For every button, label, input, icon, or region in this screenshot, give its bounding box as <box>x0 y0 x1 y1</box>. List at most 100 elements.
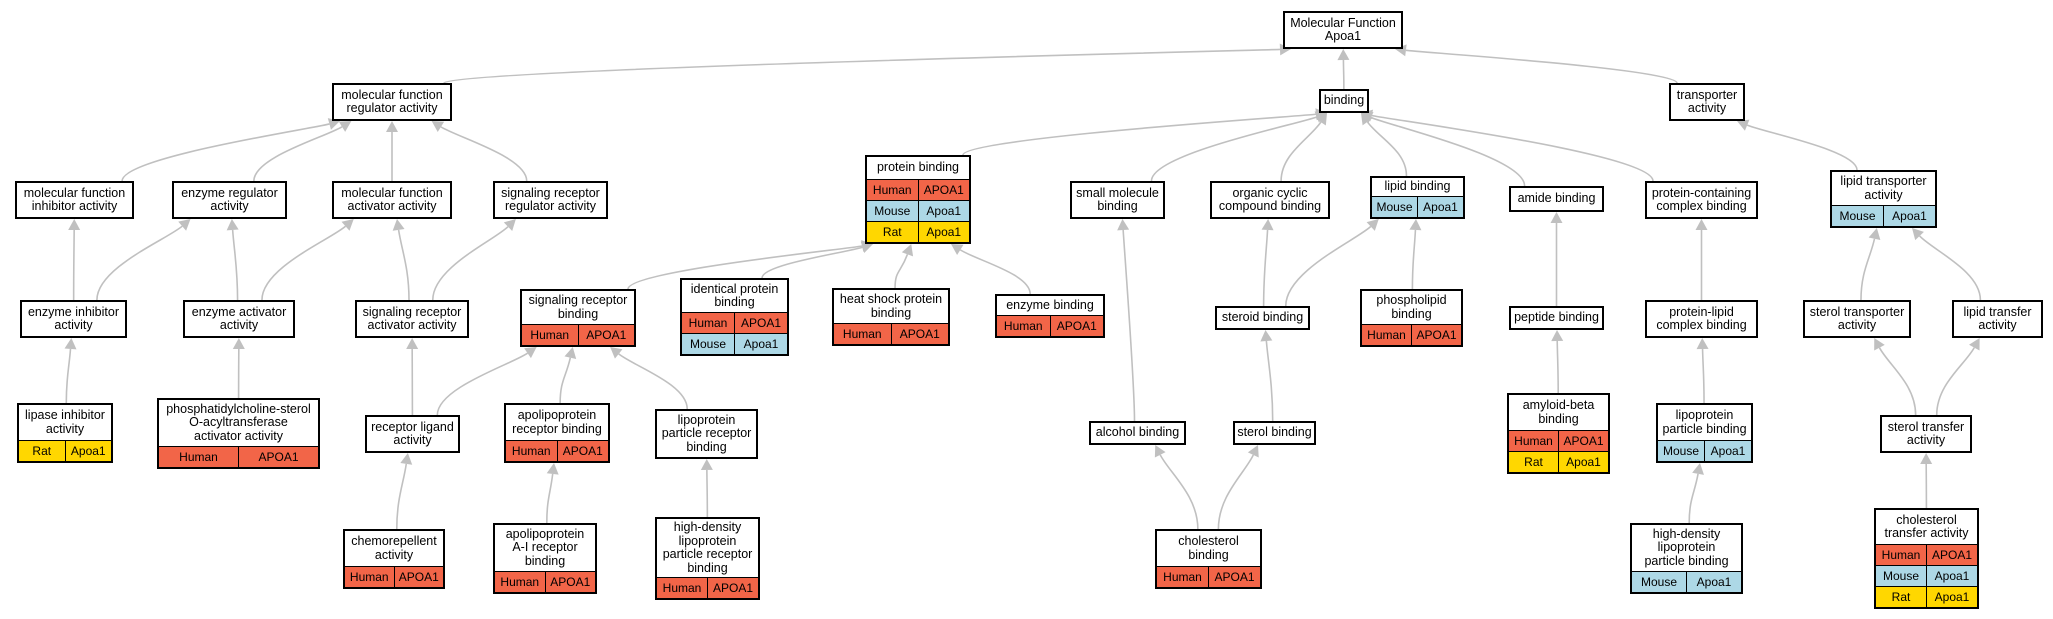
node-title-line: A-I receptor <box>512 540 578 555</box>
arrowhead-recligand-to-sigrecact <box>406 338 419 350</box>
arrowhead-peptide-to-amide <box>1550 212 1563 223</box>
species-cell: Human <box>179 450 218 464</box>
edge-steroid-to-lipidbind <box>1284 225 1372 307</box>
node-title-line: binding <box>1538 411 1579 426</box>
edge-steroltransfer-to-steroltransp <box>1878 347 1917 416</box>
node-amide[interactable]: amide binding <box>1509 186 1604 212</box>
arrowhead-steroltransp-to-liptransp <box>1868 228 1881 241</box>
edge-cholesterol-to-alcohol <box>1159 454 1199 530</box>
node-title-line: cholesterol <box>1178 534 1239 548</box>
gene-cell: Apoa1 <box>917 222 970 242</box>
node-title-line: activity <box>1864 187 1903 202</box>
node-title-line: binding <box>714 295 755 309</box>
node-title-line: signaling receptor <box>362 304 462 319</box>
node-title: steroid binding <box>1217 308 1308 328</box>
node-peptide[interactable]: peptide binding <box>1509 306 1604 330</box>
edge-orgcyc-to-binding <box>1280 121 1322 182</box>
arrowhead-mfinh-to-mfreg <box>327 118 340 130</box>
node-title-line: activity <box>1687 101 1727 115</box>
gene-cell: Apoa1 <box>64 441 112 461</box>
arrowhead-identprot-to-protbind <box>860 241 873 253</box>
node-title-line: apolipoprotein <box>505 526 585 541</box>
node-title-line: enzyme binding <box>1006 297 1094 312</box>
node-steroid[interactable]: steroid binding <box>1215 306 1310 330</box>
node-title-line: phosphatidylcholine-sterol <box>166 401 311 416</box>
arrowhead-chemorep-to-recligand <box>400 453 413 465</box>
node-title-line: protein-containing <box>1651 185 1752 200</box>
node-title-line: enzyme inhibitor <box>27 304 119 319</box>
node-title-line: binding <box>1323 93 1365 108</box>
node-title-line: regulator activity <box>346 101 438 115</box>
arrowhead-steroltransfer-to-steroltransp <box>1874 338 1885 351</box>
node-title-line: protein binding <box>876 160 959 175</box>
node-title-line: enzyme regulator <box>181 185 278 200</box>
edge-sigrecact-to-sigrecreg <box>431 226 509 301</box>
node-alcohol[interactable]: alcohol binding <box>1089 421 1186 445</box>
node-title: enzyme binding <box>997 296 1103 315</box>
node-sterol[interactable]: sterol binding <box>1233 421 1316 445</box>
arrowhead-pcsterol-to-enzact <box>232 338 245 350</box>
arrowhead-hdlpart-to-lipopart <box>1692 463 1704 475</box>
edge-liptransfer-to-liptransp <box>1919 235 1982 301</box>
gene-cell: Apoa1 <box>1686 572 1741 592</box>
arrowhead-apoaireceptor-to-apolirec <box>546 463 559 475</box>
node-title-line: binding <box>1188 547 1229 562</box>
node-title-line: molecular function <box>341 185 443 200</box>
node-binding[interactable]: binding <box>1319 89 1369 113</box>
edge-liptransp-to-transporter <box>1746 124 1858 171</box>
